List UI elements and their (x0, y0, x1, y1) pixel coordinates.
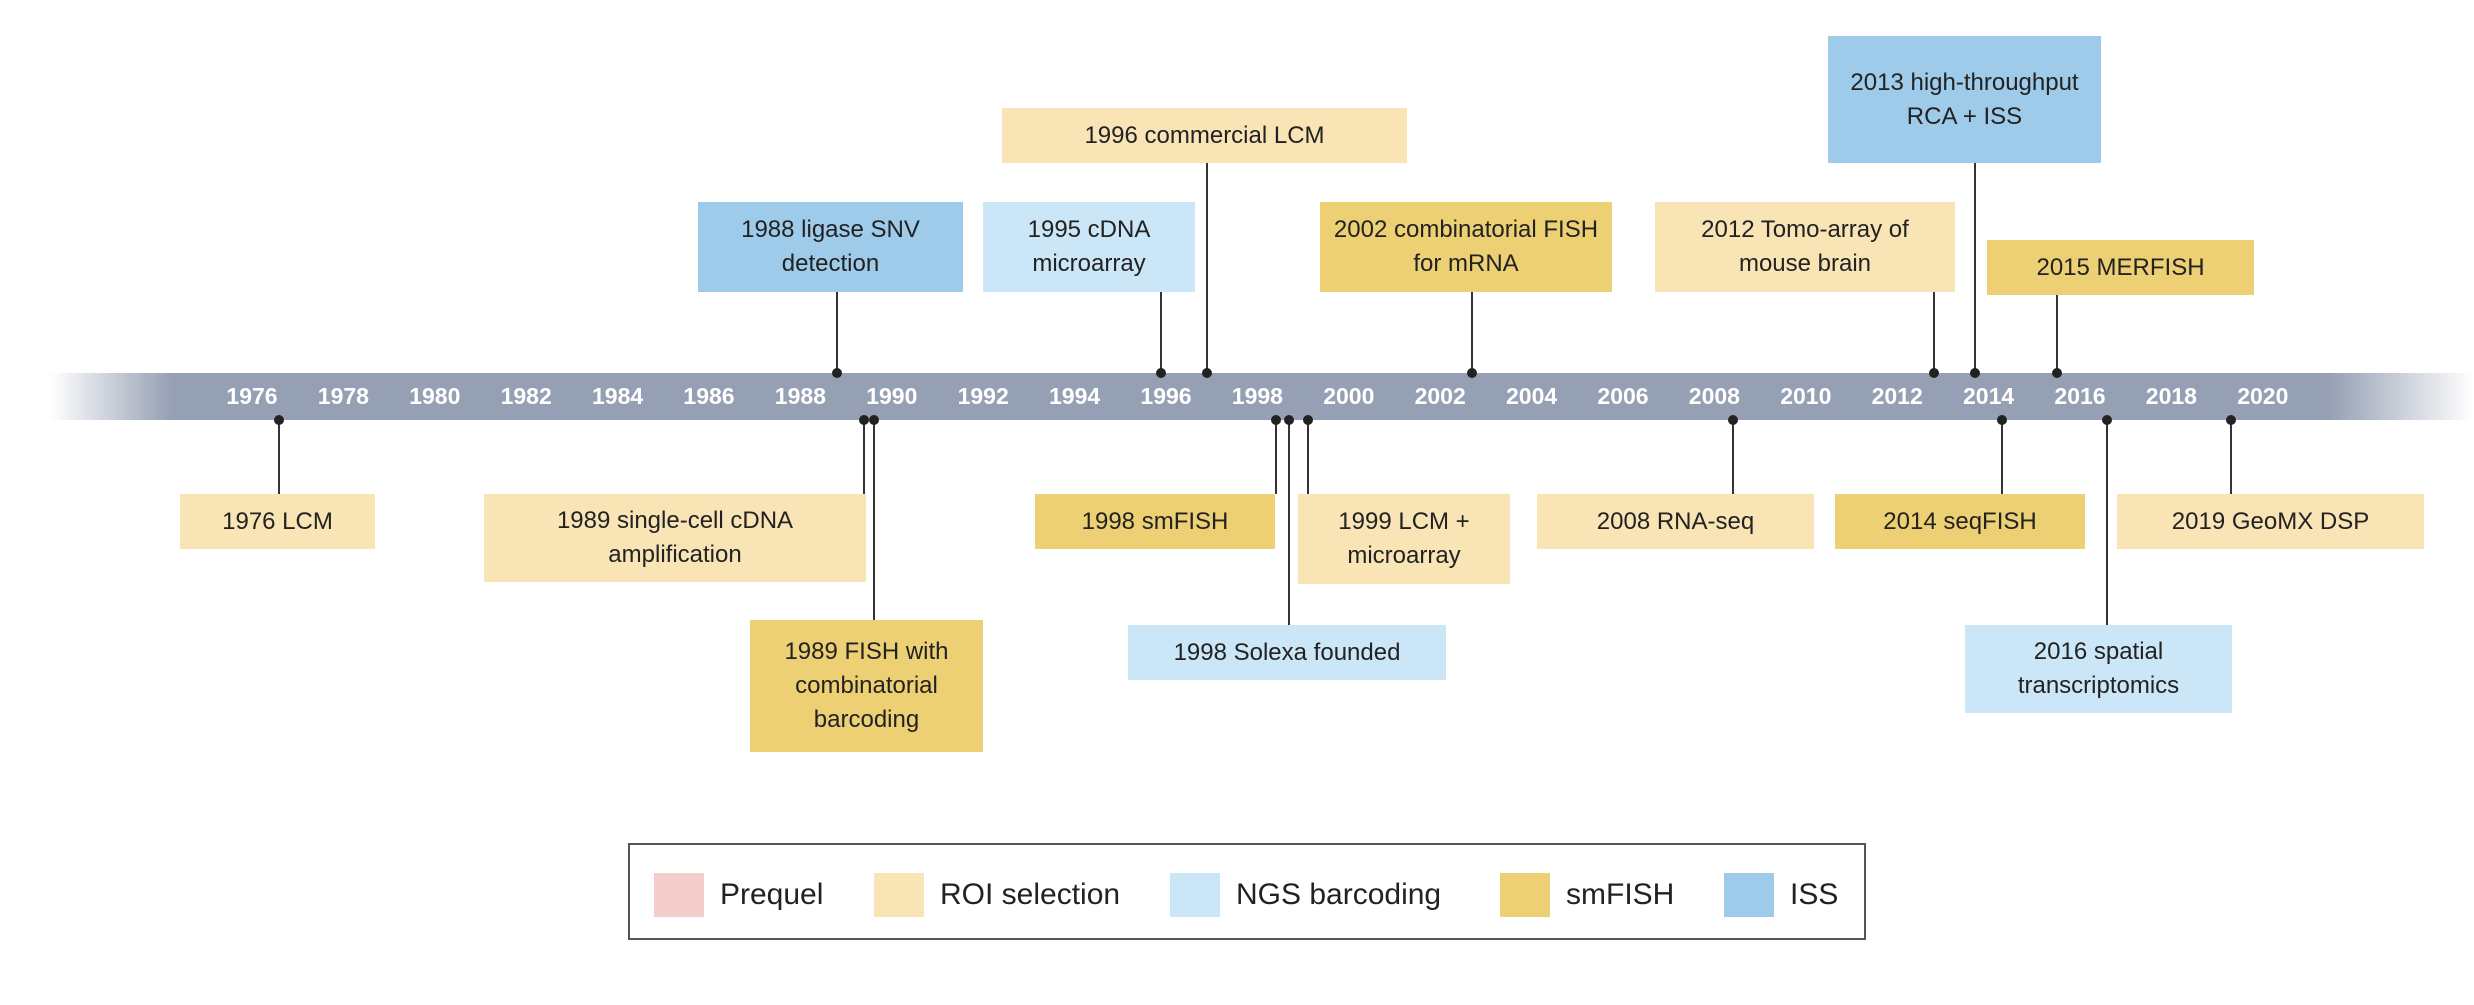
event-2019-geomx-dsp: 2019 GeoMX DSP (2117, 494, 2424, 549)
connector-1998-solexa-founded (1288, 420, 1291, 625)
event-dot-2012-tomo-array-of-mouse-brain (1928, 368, 1939, 378)
connector-2019-geomx-dsp (2229, 420, 2232, 494)
connector-2014-seqfish (2001, 420, 2004, 494)
event-dot-1999-lcm-microarray (1302, 415, 1313, 425)
year-label-2010: 2010 (1780, 383, 1832, 409)
legend-swatch-smfish (1500, 873, 1550, 917)
event-dot-1976-lcm (274, 415, 285, 425)
legend-label-smfish: smFISH (1566, 878, 1675, 911)
year-label-2006: 2006 (1597, 383, 1649, 409)
legend-swatch-iss (1724, 873, 1774, 917)
event-dot-2002-combinatorial-fish-for-mrna (1467, 368, 1478, 378)
event-dot-1989-fish-with-combinatorial-barcoding (868, 415, 879, 425)
event-1998-smfish: 1998 smFISH (1035, 494, 1275, 549)
connector-1996-commercial-lcm (1206, 163, 1209, 373)
legend: Prequel ROI selection NGS barcoding smFI… (628, 843, 1866, 940)
connector-1999-lcm-microarray (1306, 420, 1309, 494)
event-1988-ligase-snv-detection: 1988 ligase SNV detection (698, 202, 963, 292)
year-label-2002: 2002 (1414, 383, 1466, 409)
event-dot-2015-merfish (2052, 368, 2063, 378)
connector-2008-rna-seq (1731, 420, 1734, 494)
year-label-1984: 1984 (592, 383, 644, 409)
year-label-2004: 2004 (1506, 383, 1558, 409)
year-label-2014: 2014 (1963, 383, 2015, 409)
year-label-1980: 1980 (409, 383, 461, 409)
year-label-2000: 2000 (1323, 383, 1375, 409)
event-dot-1995-cdna-microarray (1156, 368, 1167, 378)
connector-2002-combinatorial-fish-for-mrna (1471, 292, 1474, 373)
legend-swatch-prequel (654, 873, 704, 917)
year-label-1996: 1996 (1140, 383, 1192, 409)
legend-label-prequel: Prequel (720, 878, 824, 911)
year-label-1992: 1992 (957, 383, 1009, 409)
connector-1988-ligase-snv-detection (835, 292, 838, 373)
event-dot-1989-single-cell-cdna-amplification (859, 415, 870, 425)
year-label-1988: 1988 (774, 383, 826, 409)
legend-label-iss: ISS (1790, 878, 1839, 911)
year-label-2016: 2016 (2054, 383, 2106, 409)
year-label-1982: 1982 (500, 383, 552, 409)
year-label-1990: 1990 (866, 383, 918, 409)
connector-1998-smfish (1274, 420, 1277, 494)
year-label-2020: 2020 (2237, 383, 2289, 409)
year-label-1998: 1998 (1231, 383, 1283, 409)
connector-2012-tomo-array-of-mouse-brain (1932, 292, 1935, 373)
event-1989-fish-with-combinatorial-barcoding: 1989 FISH with combinatorial barcoding (750, 620, 983, 752)
connector-1995-cdna-microarray (1160, 292, 1163, 373)
year-label-1986: 1986 (683, 383, 735, 409)
event-2012-tomo-array-of-mouse-brain: 2012 Tomo-array of mouse brain (1655, 202, 1955, 292)
connector-2013-high-throughput-rca-iss (1973, 163, 1976, 373)
connector-1989-fish-with-combinatorial-barcoding (872, 420, 875, 620)
connector-1989-single-cell-cdna-amplification (863, 420, 866, 494)
event-1995-cdna-microarray: 1995 cDNA microarray (983, 202, 1195, 292)
connector-2015-merfish (2056, 295, 2059, 373)
event-dot-2016-spatial-transcriptomics (2102, 415, 2113, 425)
connector-1976-lcm (278, 420, 281, 494)
event-1989-single-cell-cdna-amplification: 1989 single-cell cDNA amplification (484, 494, 866, 582)
year-label-2008: 2008 (1688, 383, 1740, 409)
legend-label-ngs-barcoding: NGS barcoding (1236, 878, 1442, 911)
event-dot-1996-commercial-lcm (1202, 368, 1213, 378)
year-label-1976: 1976 (226, 383, 278, 409)
event-1999-lcm-microarray: 1999 LCM + microarray (1298, 494, 1510, 584)
event-dot-2019-geomx-dsp (2225, 415, 2236, 425)
event-2002-combinatorial-fish-for-mrna: 2002 combinatorial FISH for mRNA (1320, 202, 1612, 292)
event-2008-rna-seq: 2008 RNA-seq (1537, 494, 1814, 549)
year-label-1994: 1994 (1049, 383, 1101, 409)
year-label-2012: 2012 (1871, 383, 1923, 409)
event-dot-1988-ligase-snv-detection (831, 368, 842, 378)
event-dot-1998-smfish (1270, 415, 1281, 425)
event-1976-lcm: 1976 LCM (180, 494, 375, 549)
event-1996-commercial-lcm: 1996 commercial LCM (1002, 108, 1407, 163)
legend-swatch-roi-selection (874, 873, 924, 917)
event-dot-2008-rna-seq (1727, 415, 1738, 425)
connector-2016-spatial-transcriptomics (2106, 420, 2109, 625)
year-label-2018: 2018 (2145, 383, 2197, 409)
event-dot-2014-seqfish (1997, 415, 2008, 425)
event-2015-merfish: 2015 MERFISH (1987, 240, 2254, 295)
event-dot-1998-solexa-founded (1284, 415, 1295, 425)
event-2014-seqfish: 2014 seqFISH (1835, 494, 2085, 549)
event-dot-2013-high-throughput-rca-iss (1969, 368, 1980, 378)
event-1998-solexa-founded: 1998 Solexa founded (1128, 625, 1446, 680)
event-2013-high-throughput-rca-iss: 2013 high-throughput RCA + ISS (1828, 36, 2101, 163)
year-label-1978: 1978 (317, 383, 369, 409)
event-2016-spatial-transcriptomics: 2016 spatial transcriptomics (1965, 625, 2232, 713)
legend-swatch-ngs-barcoding (1170, 873, 1220, 917)
legend-label-roi-selection: ROI selection (940, 878, 1121, 911)
timeline-axis (50, 373, 2474, 420)
